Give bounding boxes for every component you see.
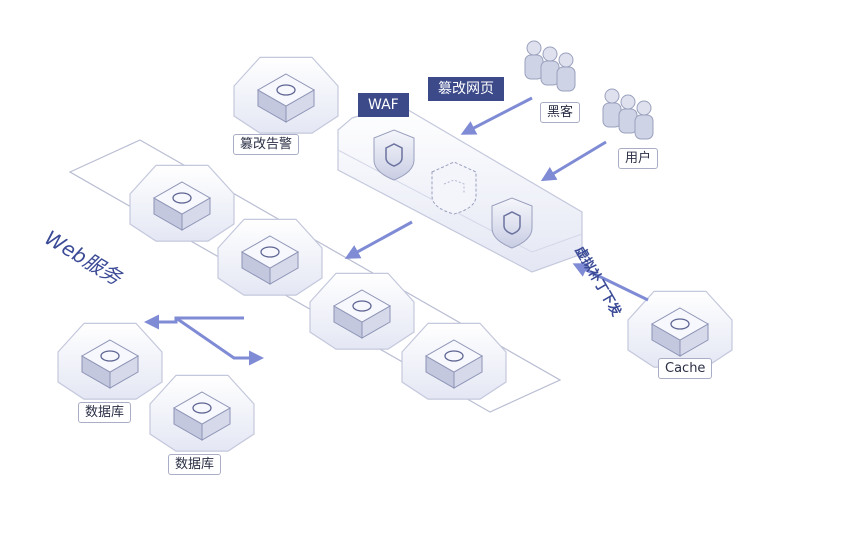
warning-node: [233, 56, 339, 134]
warning-icon: [256, 73, 316, 123]
building-node: [217, 218, 323, 296]
database-icon: [80, 339, 140, 389]
document-node: [129, 164, 235, 242]
user-label: 用户: [618, 148, 659, 169]
user-group: [602, 88, 654, 140]
tamper-arrow: [460, 96, 533, 135]
server-node: [627, 290, 733, 368]
globe-node: [401, 322, 507, 400]
web-to-db2-arrow: [175, 316, 264, 366]
user-arrow: [540, 140, 607, 182]
server-icon: [650, 307, 710, 357]
alert-label: 篡改告警: [233, 134, 300, 155]
building-icon: [240, 235, 300, 285]
database-icon: [172, 391, 232, 441]
tamper-tag: 篡改网页: [428, 77, 504, 101]
document-icon: [152, 181, 212, 231]
person-icon: [602, 88, 654, 140]
database-label-2: 数据库: [168, 454, 222, 475]
cache-label: Cache: [658, 358, 713, 379]
person-icon: [524, 40, 576, 92]
database-label-1: 数据库: [78, 402, 132, 423]
patch-arrow: [572, 263, 649, 302]
hacker-group: [524, 40, 576, 92]
database-node: [149, 374, 255, 452]
hacker-label: 黑客: [540, 102, 581, 123]
database-node: [57, 322, 163, 400]
globe-icon: [424, 339, 484, 389]
shield-broken-icon: [431, 161, 477, 215]
waf-to-web-arrow: [344, 220, 413, 259]
money-node: [309, 272, 415, 350]
shield-icon: [373, 129, 415, 181]
money-icon: [332, 289, 392, 339]
shield-icon: [491, 197, 533, 249]
waf-tag: WAF: [358, 93, 409, 117]
